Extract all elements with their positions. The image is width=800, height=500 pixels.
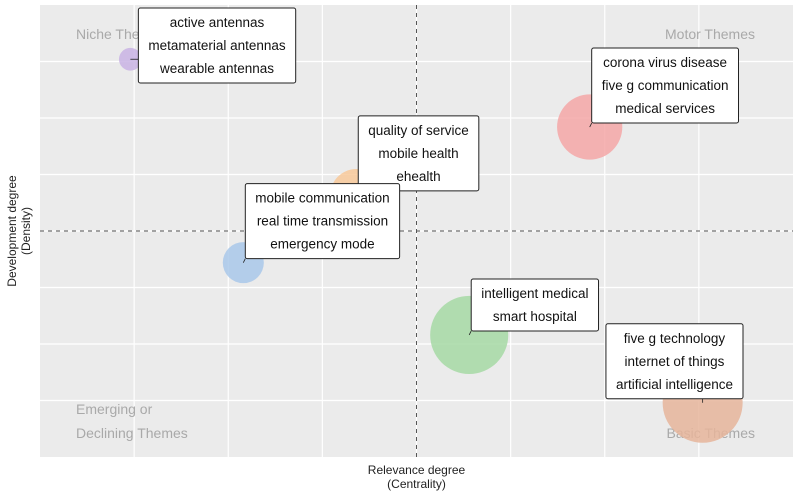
cluster-keyword: intelligent medical [481,286,588,301]
label-leader-line [242,258,246,263]
cluster-keyword: five g communication [602,78,729,93]
cluster-label-1: corona virus disease five g communication… [589,47,740,128]
cluster-keyword: ehealth [396,169,440,184]
cluster-keyword: internet of things [625,354,725,369]
label-box [357,115,480,192]
cluster-label-0: active antennas metamaterial antennas wear… [130,7,297,84]
quadrant-label-emerging: Declining Themes [76,425,188,441]
label-leader-line [468,330,472,336]
label-box [591,47,740,124]
cluster-keyword: metamaterial antennas [148,38,286,53]
cluster-label-5: five g technology internet of things artif… [605,323,744,403]
label-leader-line [589,122,593,128]
cluster-keyword: wearable antennas [159,61,274,76]
cluster-keyword: artificial intelligence [616,377,733,392]
y-axis-title: Development degree [5,175,19,287]
quadrant-label-motor: Motor Themes [665,26,755,42]
cluster-keyword: corona virus disease [603,55,727,70]
cluster-labels: active antennas metamaterial antennas wear… [130,7,744,403]
cluster-keyword: mobile health [378,146,458,161]
cluster-keyword: smart hospital [493,309,577,324]
axis-titles: Relevance degree(Centrality) Development … [5,175,466,491]
y-axis-title: (Density) [19,207,33,255]
cluster-label-2: quality of service mobile health ehealth [355,115,480,196]
cluster-keyword: emergency mode [270,237,374,252]
cluster-keyword: quality of service [368,123,469,138]
x-axis-title: (Centrality) [387,477,446,491]
cluster-keyword: five g technology [624,331,726,346]
label-box [605,323,744,400]
cluster-keyword: real time transmission [257,214,388,229]
label-box [244,183,401,260]
x-axis-title: Relevance degree [368,463,466,477]
label-box [470,278,600,332]
cluster-keyword: medical services [615,101,715,116]
cluster-keyword: mobile communication [255,191,389,206]
cluster-label-4: intelligent medical smart hospital [468,278,600,336]
quadrant-dividers [40,5,793,457]
cluster-label-3: mobile communication real time transmissi… [242,183,401,263]
quadrant-label-emerging: Emerging or [76,401,153,417]
cluster-keyword: active antennas [170,15,265,30]
label-box [137,7,297,84]
